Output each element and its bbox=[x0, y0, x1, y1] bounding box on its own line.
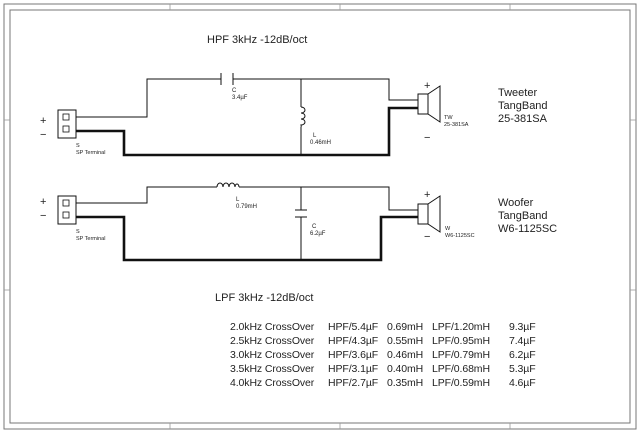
table-cell-hpf-ind: 0.35mH bbox=[387, 377, 423, 389]
table-cell-hpf-cap: HPF/4.3µF bbox=[328, 335, 378, 347]
hpf-series-capacitor: C 3.4µF bbox=[220, 73, 248, 101]
tweeter-label-line1: Tweeter bbox=[498, 87, 537, 99]
hpf-terminal-minus: − bbox=[40, 129, 46, 141]
lpf-ind-ref: L bbox=[236, 197, 240, 203]
table-cell-hpf-cap: HPF/3.1µF bbox=[328, 363, 378, 375]
lpf-terminal-minus: − bbox=[40, 210, 46, 222]
hpf-return-wire bbox=[76, 106, 418, 157]
table-row: 2.5kHz CrossOver HPF/4.3µF 0.55mH LPF/0.… bbox=[230, 335, 536, 347]
table-cell-hpf-cap: HPF/5.4µF bbox=[328, 321, 378, 333]
hpf-shunt-inductor: L 0.46mH bbox=[300, 106, 331, 146]
woofer-label-line3: W6-1125SC bbox=[498, 223, 557, 235]
drawing-frame bbox=[3, 3, 637, 430]
table-cell-lpf-cap: 7.4µF bbox=[509, 335, 536, 347]
hpf-signal-wire bbox=[76, 78, 418, 118]
woofer-label-line2: TangBand bbox=[498, 210, 548, 222]
lpf-terminal-ref: S bbox=[76, 229, 80, 235]
lpf-speaker-ref: W bbox=[445, 226, 451, 232]
hpf-ind-value: 0.46mH bbox=[310, 140, 331, 146]
table-cell-hpf-ind: 0.55mH bbox=[387, 335, 423, 347]
lpf-terminal-name: SP Terminal bbox=[76, 236, 105, 242]
table-cell-hpf-ind: 0.69mH bbox=[387, 321, 423, 333]
table-cell-lpf-cap: 6.2µF bbox=[509, 349, 536, 361]
hpf-terminal-plus: + bbox=[40, 115, 46, 127]
hpf-cap-ref: C bbox=[232, 88, 237, 94]
table-cell-freq: 2.5kHz CrossOver bbox=[230, 335, 315, 347]
table-cell-lpf-cap: 5.3µF bbox=[509, 363, 536, 375]
table-cell-hpf-ind: 0.40mH bbox=[387, 363, 423, 375]
table-cell-hpf-cap: HPF/3.6µF bbox=[328, 349, 378, 361]
table-cell-lpf-cap: 9.3µF bbox=[509, 321, 536, 333]
hpf-speaker-ref: TW bbox=[444, 115, 453, 121]
tweeter-speaker: + − TW 25-381SA bbox=[417, 80, 469, 144]
hpf-speaker-plus: + bbox=[424, 80, 430, 92]
table-cell-freq: 3.0kHz CrossOver bbox=[230, 349, 315, 361]
lpf-title: LPF 3kHz -12dB/oct bbox=[215, 292, 313, 304]
lpf-return-wire bbox=[76, 215, 418, 262]
hpf-cap-value: 3.4µF bbox=[232, 95, 248, 101]
table-row: 2.0kHz CrossOver HPF/5.4µF 0.69mH LPF/1.… bbox=[230, 321, 536, 333]
table-cell-lpf-ind: LPF/0.59mH bbox=[432, 377, 490, 389]
hpf-speaker-part: 25-381SA bbox=[444, 122, 469, 128]
lpf-shunt-capacitor: C 6.2µF bbox=[295, 209, 326, 237]
hpf-ind-ref: L bbox=[313, 133, 317, 139]
table-row: 3.0kHz CrossOver HPF/3.6µF 0.46mH LPF/0.… bbox=[230, 349, 536, 361]
hpf-speaker-minus: − bbox=[424, 132, 430, 144]
hpf-circuit: HPF 3kHz -12dB/oct + − S SP Terminal C 3… bbox=[40, 34, 548, 157]
tweeter-label-line2: TangBand bbox=[498, 100, 548, 112]
table-cell-lpf-ind: LPF/0.79mH bbox=[432, 349, 490, 361]
lpf-terminal-plus: + bbox=[40, 196, 46, 208]
table-cell-lpf-ind: LPF/0.68mH bbox=[432, 363, 490, 375]
table-cell-freq: 4.0kHz CrossOver bbox=[230, 377, 315, 389]
lpf-speaker-plus: + bbox=[424, 189, 430, 201]
tweeter-label-line3: 25-381SA bbox=[498, 113, 548, 125]
table-cell-hpf-ind: 0.46mH bbox=[387, 349, 423, 361]
table-row: 4.0kHz CrossOver HPF/2.7µF 0.35mH LPF/0.… bbox=[230, 377, 536, 389]
crossover-table: 2.0kHz CrossOver HPF/5.4µF 0.69mH LPF/1.… bbox=[230, 321, 536, 389]
lpf-ind-value: 0.79mH bbox=[236, 204, 257, 210]
hpf-terminal-name: SP Terminal bbox=[76, 150, 105, 156]
table-cell-lpf-cap: 4.6µF bbox=[509, 377, 536, 389]
hpf-sp-terminal: + − S SP Terminal bbox=[40, 109, 105, 156]
table-row: 3.5kHz CrossOver HPF/3.1µF 0.40mH LPF/0.… bbox=[230, 363, 536, 375]
woofer-speaker: + − W W6-1125SC bbox=[417, 189, 475, 243]
table-cell-freq: 3.5kHz CrossOver bbox=[230, 363, 315, 375]
lpf-signal-wire bbox=[76, 186, 418, 211]
lpf-speaker-part: W6-1125SC bbox=[445, 233, 475, 239]
lpf-series-inductor: L 0.79mH bbox=[216, 182, 257, 210]
lpf-circuit: + − S SP Terminal L 0.79mH C 6.2µF + bbox=[40, 182, 557, 304]
hpf-title: HPF 3kHz -12dB/oct bbox=[207, 34, 307, 46]
lpf-cap-ref: C bbox=[312, 224, 317, 230]
table-cell-lpf-ind: LPF/1.20mH bbox=[432, 321, 490, 333]
table-cell-freq: 2.0kHz CrossOver bbox=[230, 321, 315, 333]
woofer-label: Woofer TangBand W6-1125SC bbox=[498, 197, 557, 235]
table-cell-lpf-ind: LPF/0.95mH bbox=[432, 335, 490, 347]
lpf-sp-terminal: + − S SP Terminal bbox=[40, 195, 105, 242]
lpf-speaker-minus: − bbox=[424, 231, 430, 243]
woofer-label-line1: Woofer bbox=[498, 197, 534, 209]
table-cell-hpf-cap: HPF/2.7µF bbox=[328, 377, 378, 389]
lpf-cap-value: 6.2µF bbox=[310, 231, 326, 237]
tweeter-label: Tweeter TangBand 25-381SA bbox=[498, 87, 548, 125]
hpf-terminal-ref: S bbox=[76, 143, 80, 149]
